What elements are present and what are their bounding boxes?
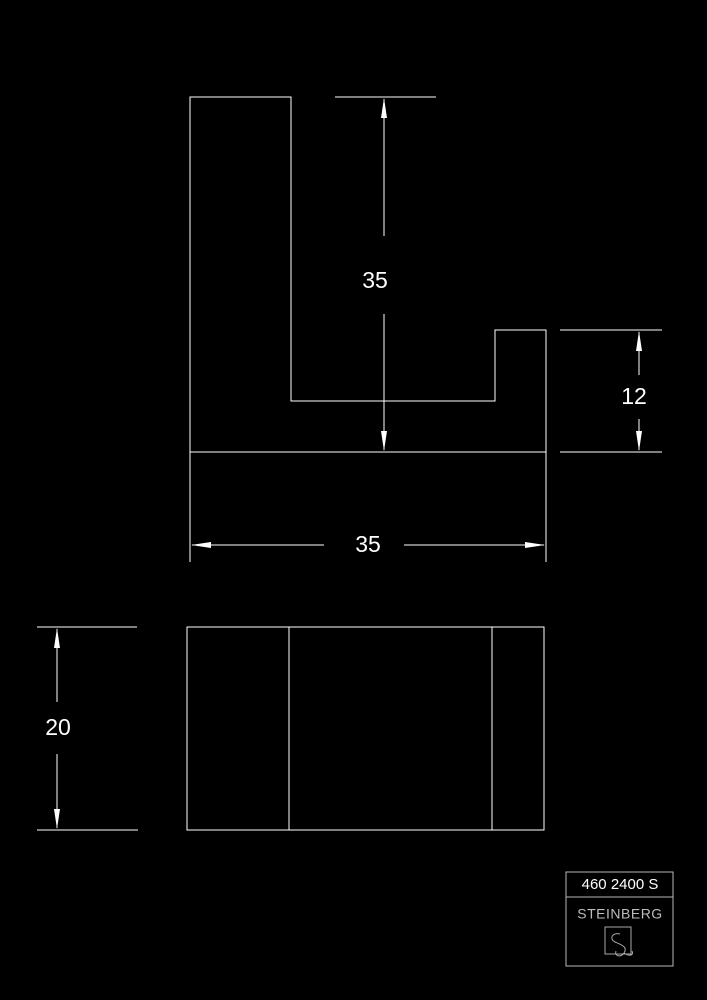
depth-dimension: 20 [37, 626, 138, 831]
arrowhead-up [54, 628, 60, 648]
hook-height-dimension: 35 [335, 96, 436, 451]
arrowhead-down [381, 431, 387, 451]
total-width-label: 35 [355, 531, 381, 557]
arrowhead-left [191, 542, 211, 548]
front-view [189, 96, 547, 453]
brand-logo-icon [604, 926, 633, 957]
arrowhead-right [525, 542, 545, 548]
tip-height-dimension: 12 [560, 329, 662, 453]
hook-height-label: 35 [362, 267, 388, 293]
arrowhead-down [636, 431, 642, 451]
depth-label: 20 [45, 714, 71, 740]
arrowhead-up [381, 98, 387, 118]
arrowhead-down [54, 809, 60, 829]
bottom-view-outline [186, 626, 545, 831]
hook-outline [189, 96, 547, 453]
title-block: 460 2400 S STEINBERG [565, 871, 674, 967]
arrowhead-up [636, 331, 642, 351]
title-block-frame [565, 871, 674, 967]
brand-name: STEINBERG [577, 906, 662, 922]
bottom-view [186, 626, 545, 831]
total-width-dimension: 35 [189, 452, 547, 562]
article-number: 460 2400 S [582, 876, 659, 893]
tip-height-label: 12 [621, 383, 647, 409]
